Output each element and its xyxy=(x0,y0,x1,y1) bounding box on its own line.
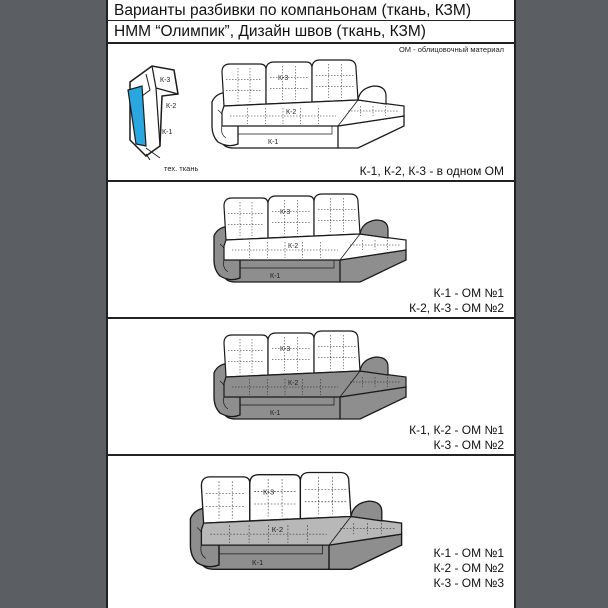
caption-line: К-2 - ОМ №2 xyxy=(433,561,504,575)
back-cushion xyxy=(223,197,269,241)
label-k3: К-3 xyxy=(263,488,274,497)
back-cushion xyxy=(299,471,352,520)
label-k1: К-1 xyxy=(268,139,278,146)
label-k1: К-1 xyxy=(270,410,280,417)
caption-line: К-1 - ОМ №1 xyxy=(433,286,504,300)
back-cushion xyxy=(200,476,251,524)
seam-detail-drawing: К-3 К-2 К-1 xyxy=(127,65,179,160)
chaise-seam xyxy=(328,516,352,546)
caption-line: К-1 - ОМ №1 xyxy=(433,546,504,560)
caption-line: К-3 - ОМ №3 xyxy=(433,576,504,590)
back-cushion xyxy=(267,332,315,376)
header: Варианты разбивки по компаньонам (ткань,… xyxy=(108,0,514,44)
caption-2: К-1 - ОМ №1 К-2, К-3 - ОМ №2 xyxy=(409,286,504,316)
detail-label-k1: К-1 xyxy=(162,129,172,136)
label-k3: К-3 xyxy=(278,75,288,82)
back-cushion xyxy=(221,63,267,107)
back-cushion xyxy=(313,193,361,237)
caption-3: К-1, К-2 - ОМ №1 К-3 - ОМ №2 xyxy=(409,423,504,453)
spec-sheet: Варианты разбивки по компаньонам (ткань,… xyxy=(106,0,516,608)
chaise-seam xyxy=(339,233,361,261)
back-cushion xyxy=(265,61,313,105)
caption-line: К-3 - ОМ №2 xyxy=(433,438,504,452)
title-line-1: Варианты разбивки по компаньонам (ткань,… xyxy=(108,0,514,21)
label-k2: К-2 xyxy=(272,525,283,534)
sofa-drawing-3: К-3К-2К-1 xyxy=(213,330,407,420)
detail-label-k3: К-3 xyxy=(160,77,170,84)
label-k2: К-2 xyxy=(288,380,298,387)
caption-line: К-1, К-2 - ОМ №1 xyxy=(409,423,504,437)
right-armrest xyxy=(350,500,383,522)
tech-fabric-label: тех. ткань xyxy=(164,164,199,173)
label-k2: К-2 xyxy=(288,243,298,250)
caption-1: К-1, К-2, К-3 - в одном ОМ xyxy=(360,164,504,179)
detail-label-k2: К-2 xyxy=(166,103,176,110)
label-k1: К-1 xyxy=(252,558,263,567)
section-1: ОМ - облицовочный материал К-3 К-2 К-1 т… xyxy=(108,44,514,182)
title-line-2: НММ “Олимпик”, Дизайн швов (ткань, КЗМ) xyxy=(114,23,426,40)
right-armrest xyxy=(359,356,389,376)
label-k2: К-2 xyxy=(286,109,296,116)
caption-line: К-2, К-3 - ОМ №2 xyxy=(409,301,504,315)
tech-fabric-area xyxy=(127,85,147,147)
label-k3: К-3 xyxy=(280,209,290,216)
back-cushion xyxy=(311,59,359,103)
caption-4: К-1 - ОМ №1 К-2 - ОМ №2 К-3 - ОМ №3 xyxy=(433,546,504,591)
chaise-seam xyxy=(337,99,359,127)
sofa-drawing-2: К-3К-2К-1 xyxy=(213,193,407,283)
back-cushion xyxy=(223,334,269,378)
sofa-drawing-1: К-3К-2К-1 xyxy=(211,59,405,149)
note-om: ОМ - облицовочный материал xyxy=(398,45,504,54)
chaise-seam xyxy=(339,370,361,398)
right-armrest xyxy=(357,85,387,105)
label-k1: К-1 xyxy=(270,273,280,280)
back-cushion xyxy=(249,474,302,522)
label-k3: К-3 xyxy=(280,346,290,353)
caption-line: К-1, К-2, К-3 - в одном ОМ xyxy=(359,164,504,178)
right-armrest xyxy=(359,219,389,239)
back-cushion xyxy=(313,330,361,374)
back-cushion xyxy=(267,195,315,239)
sofa-drawing-4: К-3К-2К-1 xyxy=(189,471,403,571)
